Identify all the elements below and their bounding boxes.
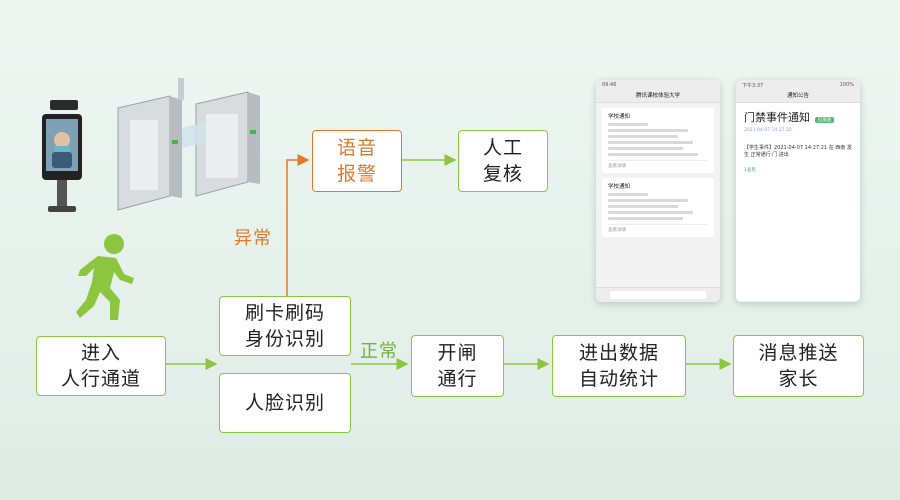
speed-gate-turnstile bbox=[108, 78, 268, 218]
phone-gate-event-notice: 下午3:37 100% 通知公告 门禁事件通知 已发送 2021-04-07 1… bbox=[736, 80, 860, 302]
node-auto-stats: 进出数据自动统计 bbox=[552, 335, 686, 397]
face-recognition-terminal bbox=[40, 100, 85, 215]
node-push-parents: 消息推送家长 bbox=[733, 335, 864, 397]
chat-input-bar[interactable] bbox=[596, 287, 720, 302]
notice-title: 门禁事件通知 bbox=[744, 111, 810, 124]
node-voice-alarm: 语音报警 bbox=[312, 130, 402, 192]
notice-body: 【学生事件】2021-04-07 14:27:21 在 西南 发生 正常通行 门… bbox=[736, 139, 860, 301]
status-battery: 100% bbox=[839, 82, 854, 88]
view-details-link[interactable]: 查看详情 bbox=[608, 224, 708, 233]
node-card-code-id: 刷卡刷码身份识别 bbox=[219, 296, 351, 356]
notice-header: 门禁事件通知 已发送 2021-04-07 14:27:22 bbox=[736, 103, 860, 139]
label-abnormal: 异常 bbox=[234, 228, 272, 249]
node-enter-channel: 进入人行通道 bbox=[36, 336, 166, 396]
node-manual-review: 人工复核 bbox=[458, 130, 548, 192]
view-details-link[interactable]: 查看详情 bbox=[608, 160, 708, 169]
phone-nav-title: 通知公告 bbox=[736, 90, 860, 103]
notice-card[interactable]: 学校通知 查看详情 bbox=[602, 178, 714, 237]
sent-badge: 已发送 bbox=[814, 116, 835, 123]
arrow-id-to-alarm bbox=[286, 154, 310, 298]
notice-text: 【学生事件】2021-04-07 14:27:21 在 西南 发生 正常通行 门… bbox=[744, 145, 852, 158]
label-normal: 正常 bbox=[360, 341, 398, 362]
phone-notification-list: 09:46 腾讯课校体验大学 学校通知 查看详情 学校通知 查看详情 bbox=[596, 80, 720, 302]
notice-card[interactable]: 学校通知 查看详情 bbox=[602, 108, 714, 173]
read-count[interactable]: 1查看 bbox=[744, 168, 756, 173]
phone-status-bar: 下午3:37 100% bbox=[736, 80, 860, 90]
node-face-recognition: 人脸识别 bbox=[219, 373, 351, 433]
node-open-gate: 开闸通行 bbox=[411, 335, 504, 397]
notice-time: 2021-04-07 14:27:22 bbox=[744, 128, 792, 133]
walking-person-icon bbox=[68, 232, 140, 322]
phone-status-bar: 09:46 bbox=[596, 80, 720, 90]
status-time: 下午3:37 bbox=[742, 83, 764, 89]
phone-nav-title: 腾讯课校体验大学 bbox=[596, 90, 720, 103]
status-time: 09:46 bbox=[602, 82, 617, 88]
